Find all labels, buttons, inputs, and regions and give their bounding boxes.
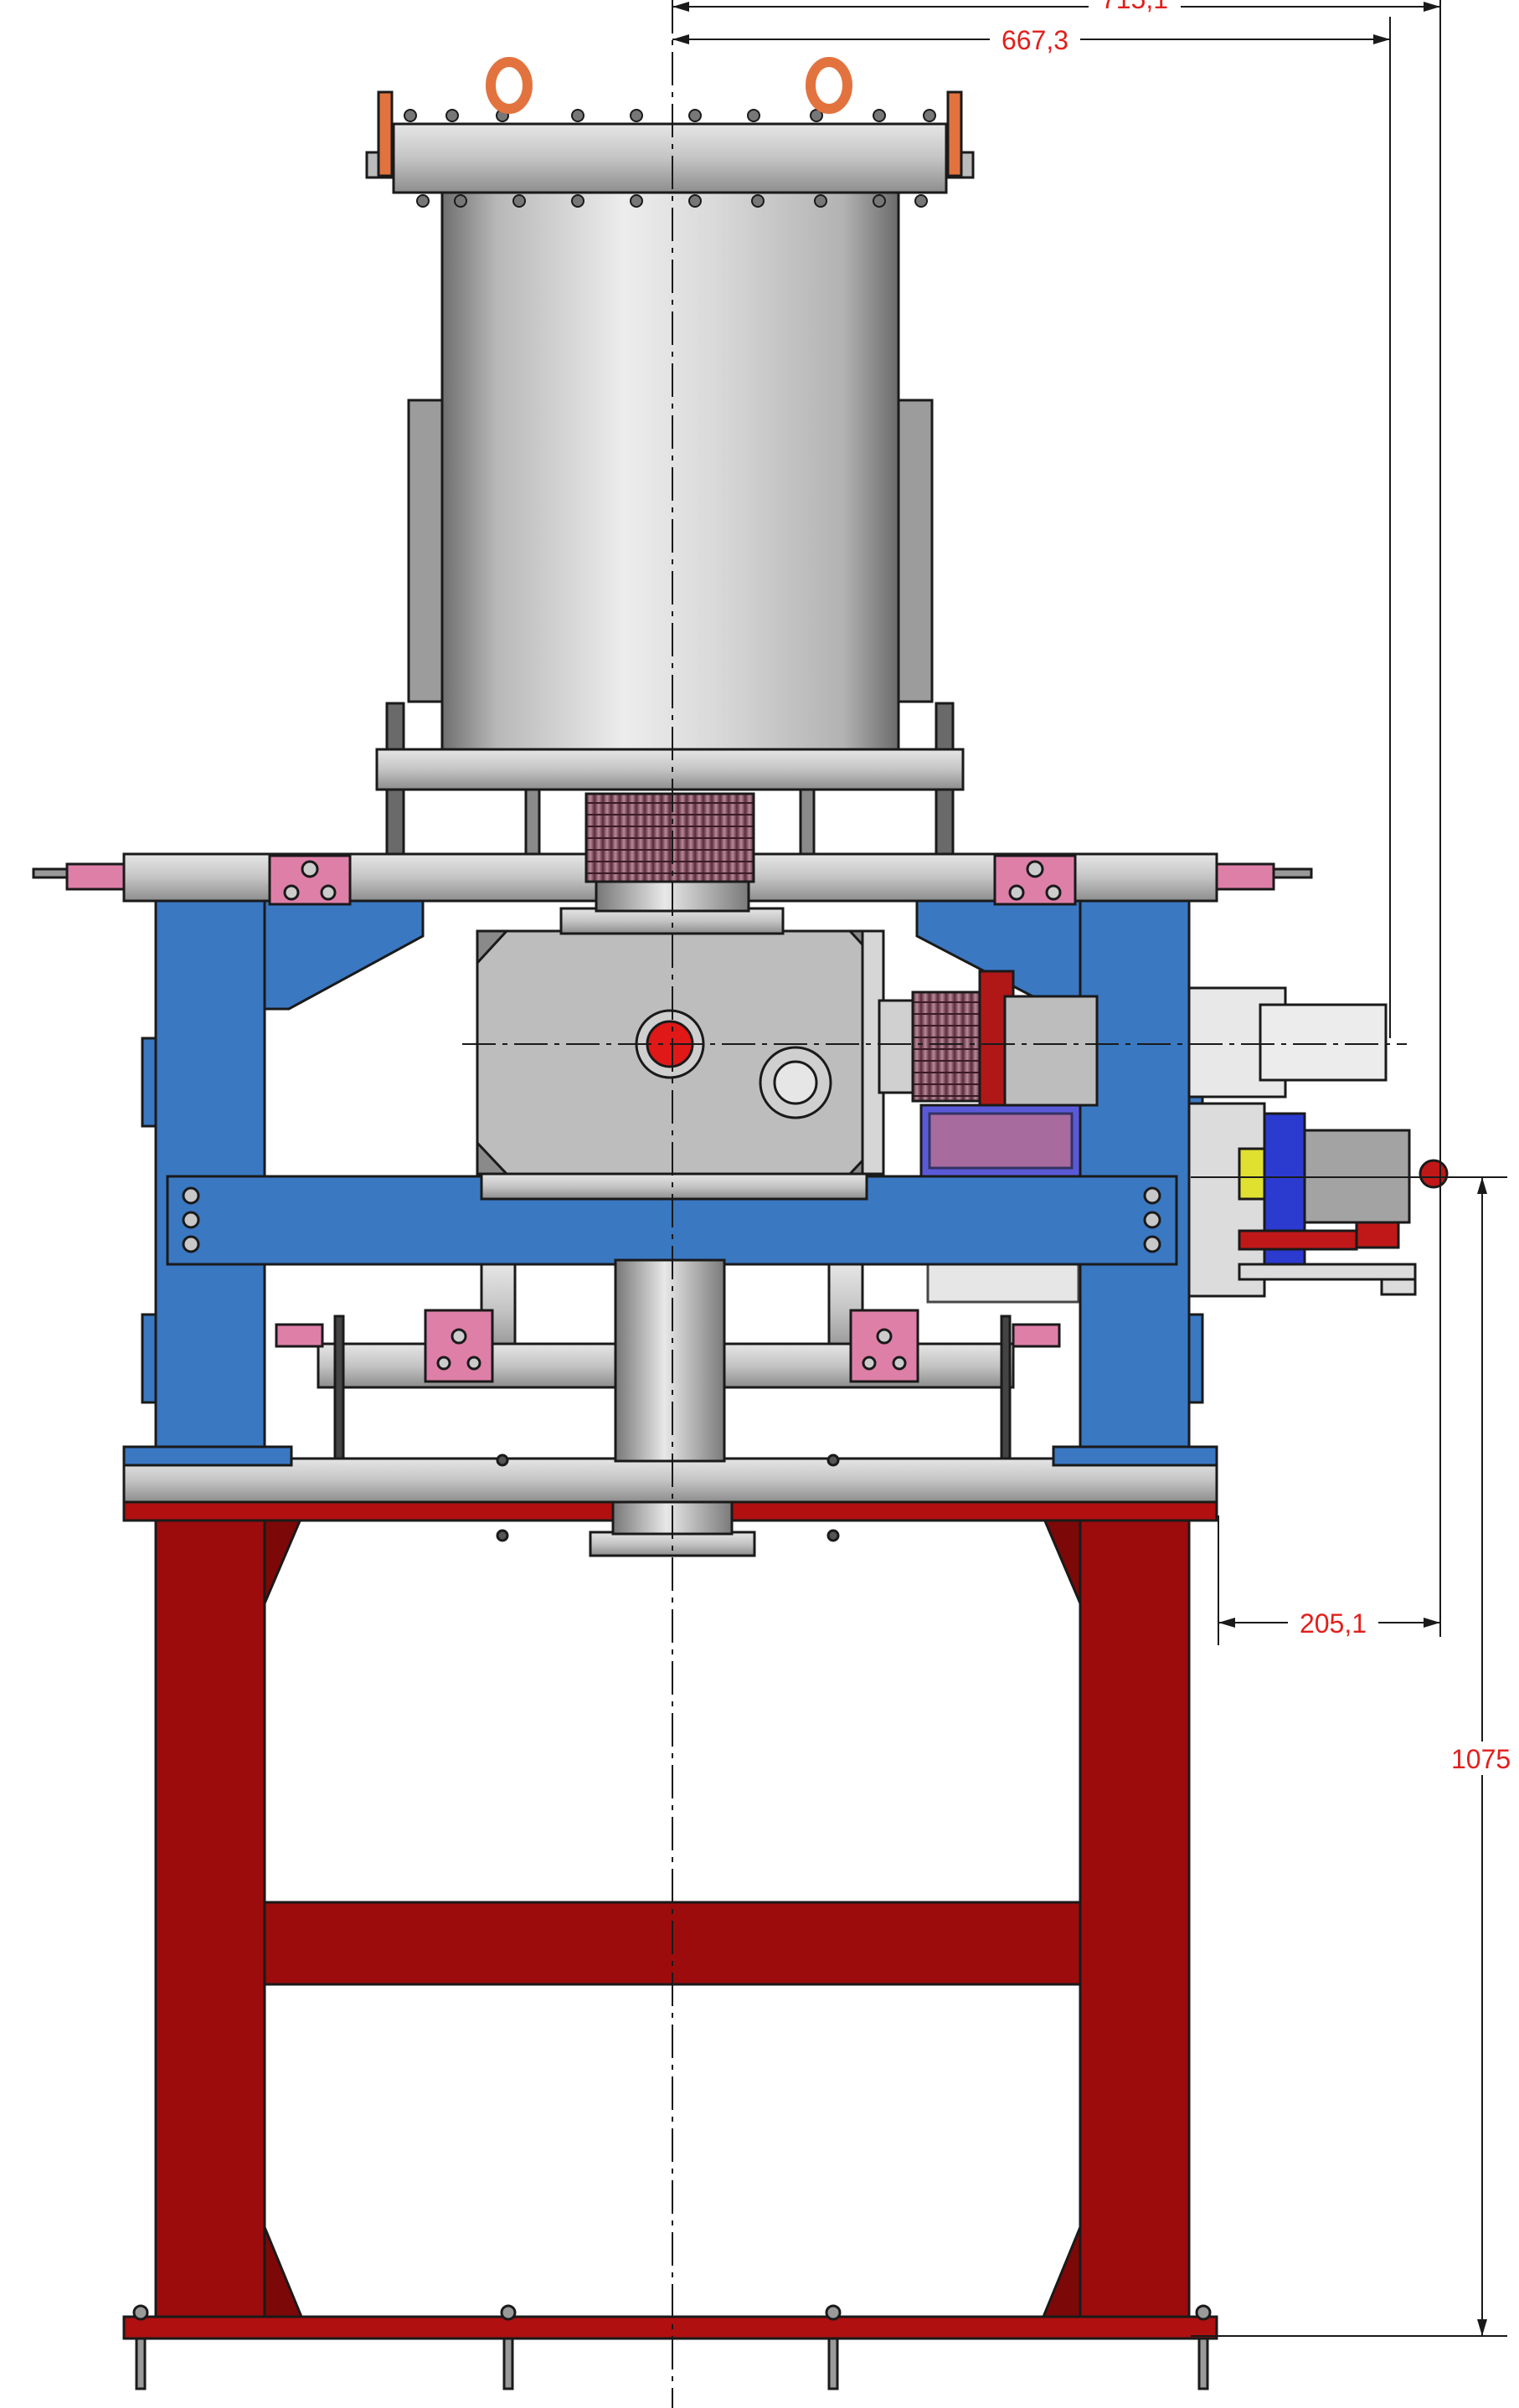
red-leg-left bbox=[154, 1515, 266, 2318]
foot-bolts bbox=[132, 2304, 1212, 2390]
blue-gusset-left bbox=[263, 898, 425, 1011]
pink-bracket-left bbox=[268, 854, 352, 906]
dim-vertical-height: 1075 bbox=[1451, 1744, 1511, 1774]
gusset-top-right bbox=[1041, 1515, 1082, 1604]
lower-red-frame bbox=[122, 1497, 1218, 2340]
pink-bracket-lower-right bbox=[849, 1309, 919, 1383]
central-shaft bbox=[614, 1258, 726, 1463]
pink-bracket-lower-left bbox=[424, 1309, 494, 1383]
gusset-top-left bbox=[263, 1515, 304, 1604]
dimension-labels: 715,1 667,3 205,1 1075 bbox=[990, 0, 1519, 1775]
gusset-bottom-left bbox=[263, 2226, 304, 2318]
vacuum-chamber bbox=[365, 122, 975, 791]
flange-bolts bbox=[404, 109, 936, 208]
lifting-eyes bbox=[377, 57, 963, 178]
dim-top-motor: 667,3 bbox=[1002, 25, 1068, 55]
pink-bracket-right bbox=[993, 854, 1077, 906]
gearbox bbox=[476, 877, 885, 1201]
red-base-plate bbox=[122, 2315, 1218, 2340]
dim-side-offset: 205,1 bbox=[1300, 1608, 1367, 1639]
lifting-eye-right bbox=[806, 57, 852, 114]
gusset-bottom-right bbox=[1041, 2226, 1082, 2318]
lifting-eye-left bbox=[486, 57, 533, 114]
centerlines bbox=[462, 0, 1407, 2408]
dimension-arrows bbox=[672, 2, 1487, 2336]
red-leg-right bbox=[1079, 1515, 1191, 2318]
bellows-assembly bbox=[385, 702, 955, 883]
dim-top-overall: 715,1 bbox=[1101, 0, 1168, 14]
